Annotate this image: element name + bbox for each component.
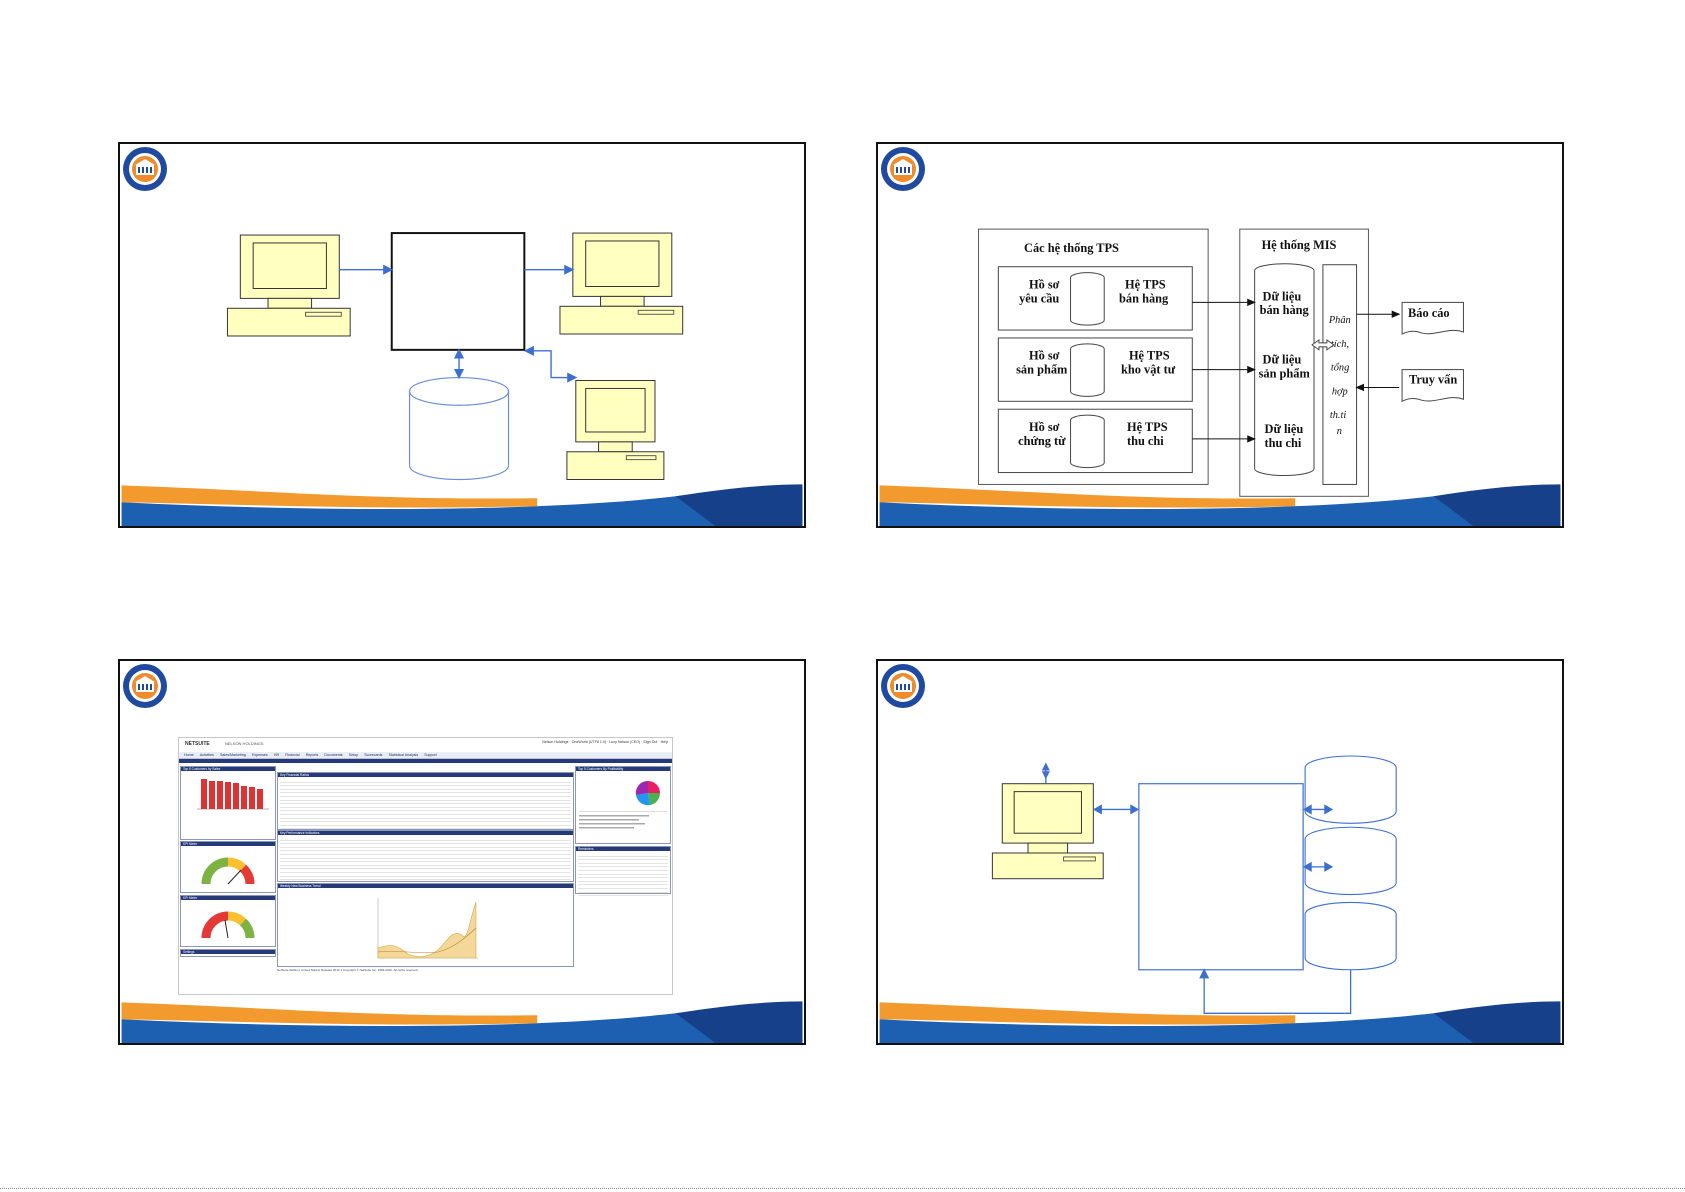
panel-top-sales: Top 5 Customers by Sales xyxy=(180,766,276,840)
panel-trend: Weekly New Business Trend xyxy=(277,883,574,967)
computer-icon xyxy=(566,380,665,480)
tps-mis-diagram: Các hệ thống TPS Hệ thống MIS Hồ sơ yêu … xyxy=(879,228,1561,526)
record-label: chứng từ xyxy=(1018,434,1066,448)
panel-title: KPI Meter xyxy=(181,842,275,846)
data-label: thu chi xyxy=(1265,436,1302,450)
slide-2: Các hệ thống TPS Hệ thống MIS Hồ sơ yêu … xyxy=(876,142,1564,528)
subnav-bar xyxy=(179,759,672,763)
university-logo xyxy=(123,664,167,708)
panel-title: Top 5 Customers By Profitability xyxy=(576,767,670,771)
main-nav: Home Activities Sales/Marketing Expenses… xyxy=(179,752,672,759)
data-label: bán hàng xyxy=(1260,303,1310,317)
database-icon xyxy=(1304,755,1397,824)
database-icon xyxy=(1304,901,1397,971)
panel-settings: Settings xyxy=(180,949,276,957)
report-label: Báo cáo xyxy=(1408,306,1450,320)
panel-title: Key Financial Ratios xyxy=(278,773,573,777)
brand-logo: NETSUITE xyxy=(185,741,210,747)
mis-title: Hệ thống MIS xyxy=(1262,238,1337,252)
system-box xyxy=(1138,783,1304,971)
app-header: NETSUITE NELSON HOLDINGS Nelson Holdings… xyxy=(179,738,672,753)
query-label: Truy vấn xyxy=(1409,372,1457,386)
university-logo xyxy=(881,147,925,191)
tps-title: Các hệ thống TPS xyxy=(1024,241,1119,255)
analysis-label: n xyxy=(1337,426,1342,437)
analysis-label: tích, xyxy=(1331,339,1349,350)
footer-text: NetSuite (Edition: United States) Releas… xyxy=(277,968,419,972)
tps-label: Hệ TPS xyxy=(1125,277,1166,291)
data-label: Dữ liệu xyxy=(1263,353,1302,367)
database-icon xyxy=(1254,263,1315,477)
analysis-label: th.ti xyxy=(1330,410,1347,421)
nav-item[interactable]: Sales/Marketing xyxy=(220,753,246,757)
panel-title: Settings xyxy=(181,950,275,954)
slide-4 xyxy=(876,659,1564,1045)
panel-title: Reminders xyxy=(576,847,670,851)
panel-key-ratios: Key Financial Ratios xyxy=(277,772,574,841)
panel-profitability: Top 5 Customers By Profitability xyxy=(575,766,671,844)
system-diagram xyxy=(879,755,1561,1043)
database-icon xyxy=(1070,414,1105,469)
tps-label: Hệ TPS xyxy=(1127,420,1168,434)
nav-item[interactable]: Home xyxy=(184,753,194,757)
nav-item[interactable]: Documents xyxy=(324,753,343,757)
panel-title: Weekly New Business Trend xyxy=(278,884,573,888)
account-bar: Nelson Holdings · OneWorld (UTF8 1.0) · … xyxy=(542,740,668,744)
panel-kpi-meter: KPI Meter xyxy=(180,841,276,893)
panel-title: Top 5 Customers by Sales xyxy=(181,767,275,771)
gauge-thumb xyxy=(201,911,255,939)
nav-item[interactable]: Expenses xyxy=(251,753,268,757)
computer-icon xyxy=(991,783,1104,880)
slide-3: NETSUITE NELSON HOLDINGS Nelson Holdings… xyxy=(118,659,806,1045)
nav-item[interactable]: Setup xyxy=(348,753,359,757)
company-name: NELSON HOLDINGS xyxy=(225,741,264,746)
nav-item[interactable]: Scorecards xyxy=(364,753,383,757)
slide-1 xyxy=(118,142,806,528)
database-icon xyxy=(1304,826,1397,896)
tps-label: thu chi xyxy=(1127,434,1164,448)
netsuite-dashboard-screenshot: NETSUITE NELSON HOLDINGS Nelson Holdings… xyxy=(178,737,673,995)
nav-item[interactable]: Support xyxy=(424,753,437,757)
bar-chart-thumb xyxy=(197,779,269,810)
panel-title: Key Performance Indicators xyxy=(278,831,573,835)
network-diagram xyxy=(121,232,803,526)
data-label: Dữ liệu xyxy=(1263,289,1302,303)
computer-icon xyxy=(226,234,351,337)
tps-label: bán hàng xyxy=(1119,291,1169,305)
panel-title: KPI Meter xyxy=(181,896,275,900)
panel-kpi-meter: KPI Meter xyxy=(180,895,276,947)
nav-item[interactable]: Financial xyxy=(285,753,300,757)
page-bottom-rule xyxy=(0,1188,1685,1189)
record-label: Hồ sơ xyxy=(1029,420,1060,434)
computer-icon xyxy=(559,232,684,335)
tps-label: Hệ TPS xyxy=(1129,349,1170,363)
gauge-thumb xyxy=(201,857,255,885)
area-chart-thumb xyxy=(377,898,478,959)
data-label: Dữ liệu xyxy=(1265,422,1304,436)
record-label: sản phẩm xyxy=(1016,363,1068,377)
panel-reminders: Reminders xyxy=(575,846,671,897)
panel-key-performance: Key Performance Indicators xyxy=(277,830,574,888)
analysis-label: tổng xyxy=(1331,363,1349,374)
nav-item[interactable]: Reports xyxy=(305,753,319,757)
university-logo xyxy=(123,147,167,191)
analysis-label: hợp xyxy=(1332,386,1348,397)
database-icon xyxy=(1070,343,1105,397)
database-icon xyxy=(408,376,510,481)
record-label: Hồ sơ xyxy=(1029,349,1060,363)
nav-item[interactable]: Activities xyxy=(199,753,214,757)
record-label: Hồ sơ xyxy=(1029,277,1060,291)
university-logo xyxy=(881,664,925,708)
server-box xyxy=(390,232,526,351)
tps-label: kho vật tư xyxy=(1121,363,1176,377)
data-label: sản phẩm xyxy=(1259,367,1311,381)
analysis-label: Phân xyxy=(1328,315,1351,326)
pie-chart-thumb xyxy=(579,780,667,829)
nav-item[interactable]: Statistical Analysis xyxy=(388,753,419,757)
database-icon xyxy=(1070,272,1105,326)
nav-item[interactable]: HR xyxy=(273,753,280,757)
record-label: yêu cầu xyxy=(1019,291,1059,305)
